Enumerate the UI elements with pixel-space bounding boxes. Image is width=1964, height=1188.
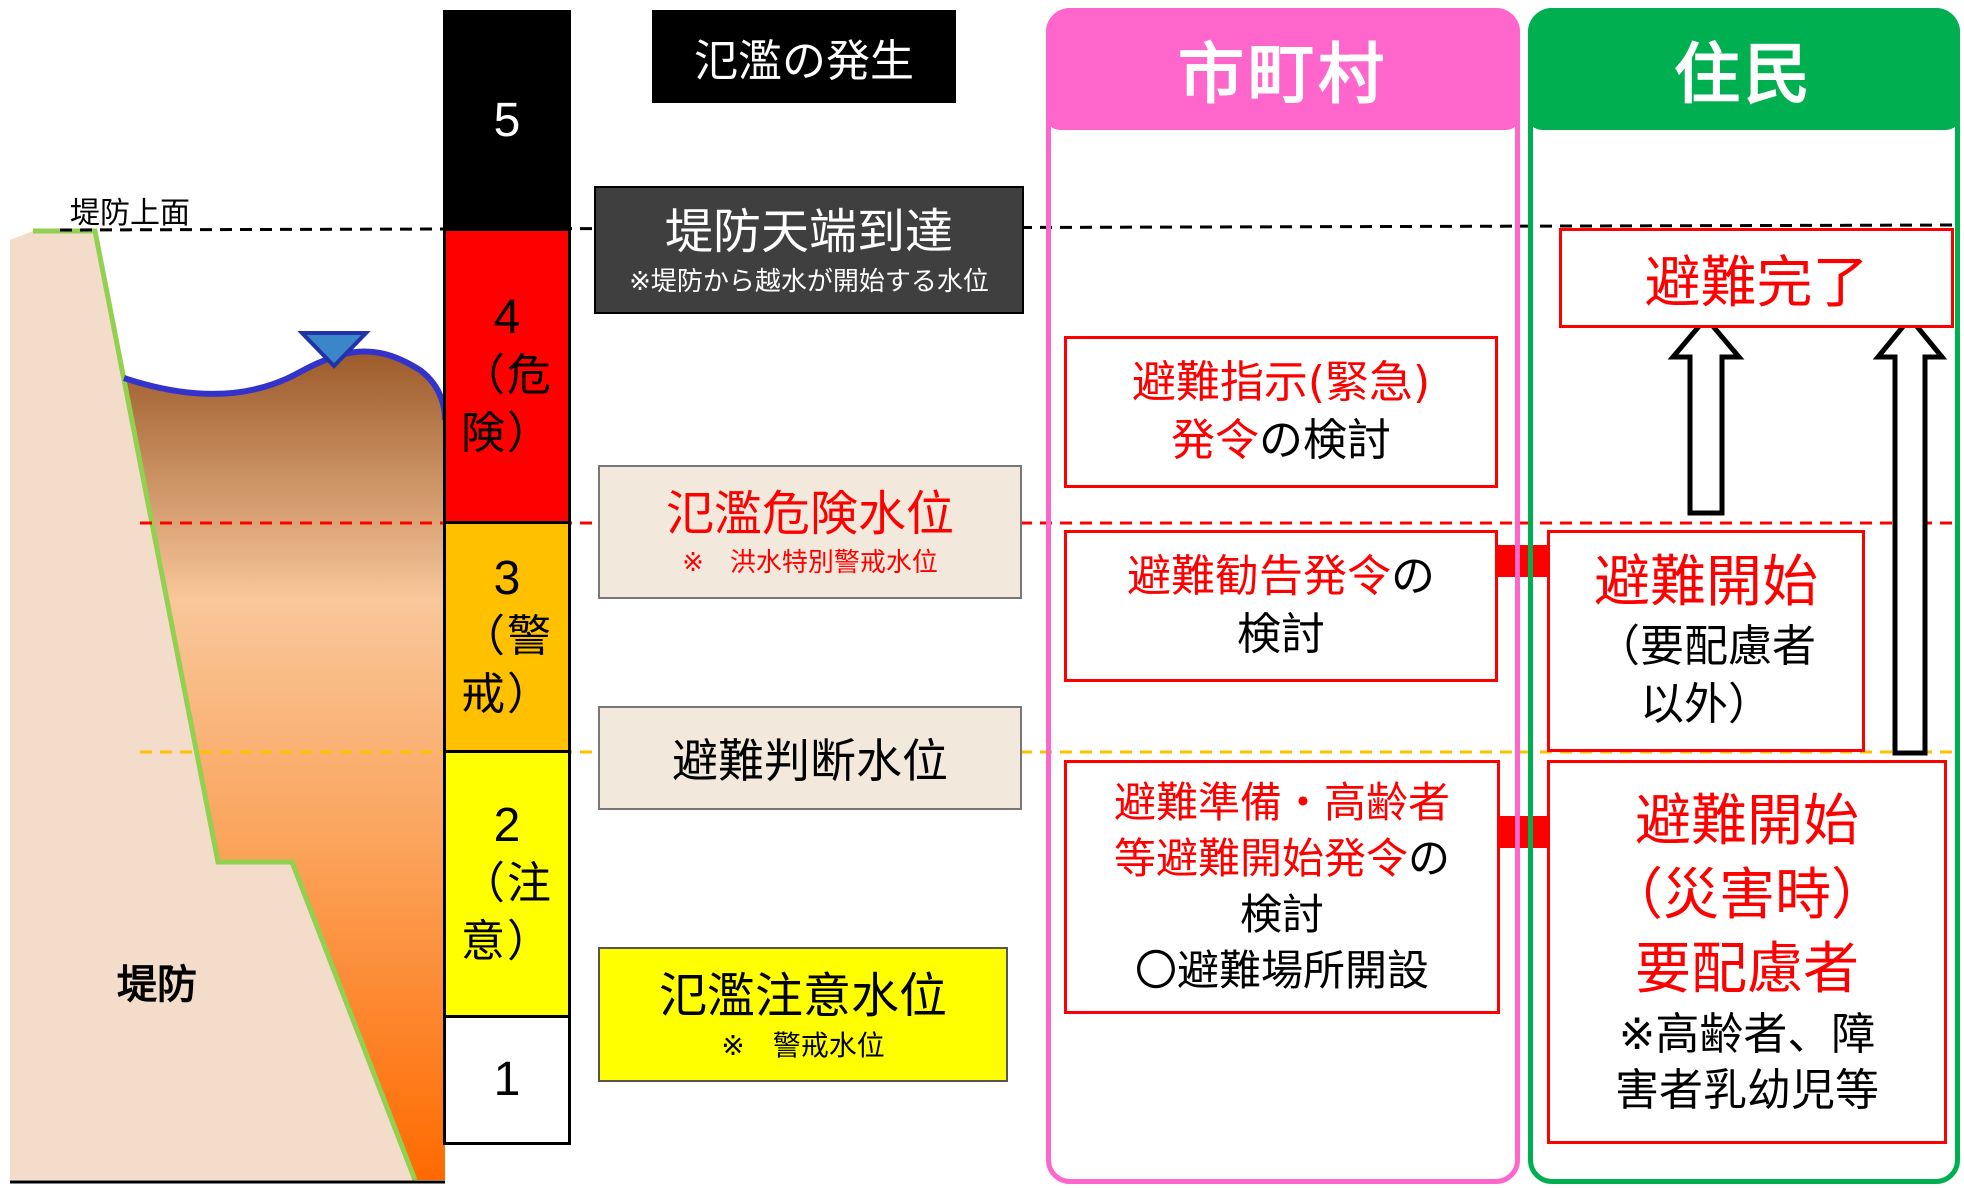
vulnerable-note-line1: ※高齢者、障	[1618, 1009, 1876, 1060]
evacuation-start-vulnerable-people: 要配慮者	[1635, 937, 1859, 1002]
level-3-cell: 3 （警戒）	[443, 521, 571, 753]
evacuation-start-general-note1: （要配慮者	[1596, 621, 1816, 672]
municipality-header: 市町村	[1046, 8, 1520, 130]
danger-level-note: ※ 洪水特別警戒水位	[682, 548, 938, 578]
evacuation-order-issue-text: 発令	[1171, 415, 1259, 466]
levee-top-label: 堤防上面	[70, 196, 190, 231]
elderly-evacuation-line2: 等避難開始発令	[1113, 834, 1408, 883]
level-number: 4	[493, 291, 521, 344]
evacuation-order-title: 避難指示(緊急)	[1131, 357, 1431, 408]
level-2-cell: 2 （注意）	[443, 750, 571, 1018]
evacuation-start-vulnerable-disaster: （災害時）	[1607, 863, 1887, 928]
shelter-opening-text: 〇避難場所開設	[1134, 946, 1429, 995]
level-1-cell: 1	[443, 1015, 571, 1145]
residents-header: 住民	[1528, 8, 1960, 130]
evacuation-advisory-title: 避難勧告発令	[1127, 551, 1391, 602]
vulnerable-note-line2: 害者乳幼児等	[1615, 1065, 1879, 1116]
evacuation-order-box: 避難指示(緊急) 発令の検討	[1064, 336, 1498, 488]
levee-label: 堤防	[117, 962, 197, 1008]
level-label: （注意）	[461, 859, 553, 966]
river-water	[124, 351, 445, 1180]
danger-level-title: 氾濫危険水位	[665, 486, 954, 542]
evacuation-complete-box: 避難完了	[1559, 228, 1954, 328]
up-arrow-icon	[1667, 314, 1745, 516]
elderly-evacuation-line1: 避難準備・高齢者	[1113, 778, 1450, 827]
levee-top-reach-box: 堤防天端到達 ※堤防から越水が開始する水位	[594, 186, 1024, 314]
up-arrow-icon	[1872, 314, 1948, 756]
evacuation-advisory-particle: の	[1391, 551, 1435, 602]
levee-top-reach-title: 堤防天端到達	[664, 204, 953, 260]
caution-level-box: 氾濫注意水位 ※ 警戒水位	[598, 947, 1008, 1082]
level-number: 3	[493, 552, 521, 605]
level-4-cell: 4 （危険）	[443, 228, 571, 524]
evacuation-start-general-note2: 以外）	[1640, 679, 1772, 730]
evacuation-order-consider-text: の検討	[1259, 415, 1391, 466]
danger-level-box: 氾濫危険水位 ※ 洪水特別警戒水位	[598, 465, 1022, 599]
levee-slope-line	[33, 228, 418, 1181]
level-number: 2	[493, 799, 521, 852]
caution-level-note: ※ 警戒水位	[721, 1028, 885, 1062]
evacuation-advisory-box: 避難勧告発令の 検討	[1064, 530, 1498, 682]
levee-body	[10, 231, 415, 1180]
level-label: （警戒）	[461, 612, 553, 719]
water-level-triangle-icon	[297, 331, 371, 369]
evacuation-advisory-consider-text: 検討	[1237, 609, 1325, 660]
evacuation-start-general-title: 避難開始	[1594, 550, 1818, 615]
level-5-cell: 5	[443, 10, 571, 231]
caution-level-title: 氾濫注意水位	[658, 967, 947, 1024]
elderly-evacuation-particle: の	[1408, 834, 1451, 883]
evacuation-start-vulnerable-box: 避難開始 （災害時） 要配慮者 ※高齢者、障 害者乳幼児等	[1547, 760, 1947, 1144]
overflow-label: 氾濫の発生	[652, 10, 956, 103]
evacuation-start-general-box: 避難開始 （要配慮者 以外）	[1547, 530, 1865, 752]
level-label: （危険）	[461, 351, 553, 458]
elderly-evacuation-consider-text: 検討	[1239, 890, 1324, 939]
levee-top-reach-note: ※堤防から越水が開始する水位	[629, 267, 989, 297]
elderly-evacuation-box: 避難準備・高齢者 等避難開始発令の 検討 〇避難場所開設	[1064, 760, 1500, 1014]
level-number: 1	[493, 1053, 521, 1106]
evacuation-start-vulnerable-title: 避難開始	[1635, 789, 1859, 854]
evacuation-judgment-level-box: 避難判断水位	[598, 706, 1022, 810]
level-number: 5	[493, 93, 521, 147]
